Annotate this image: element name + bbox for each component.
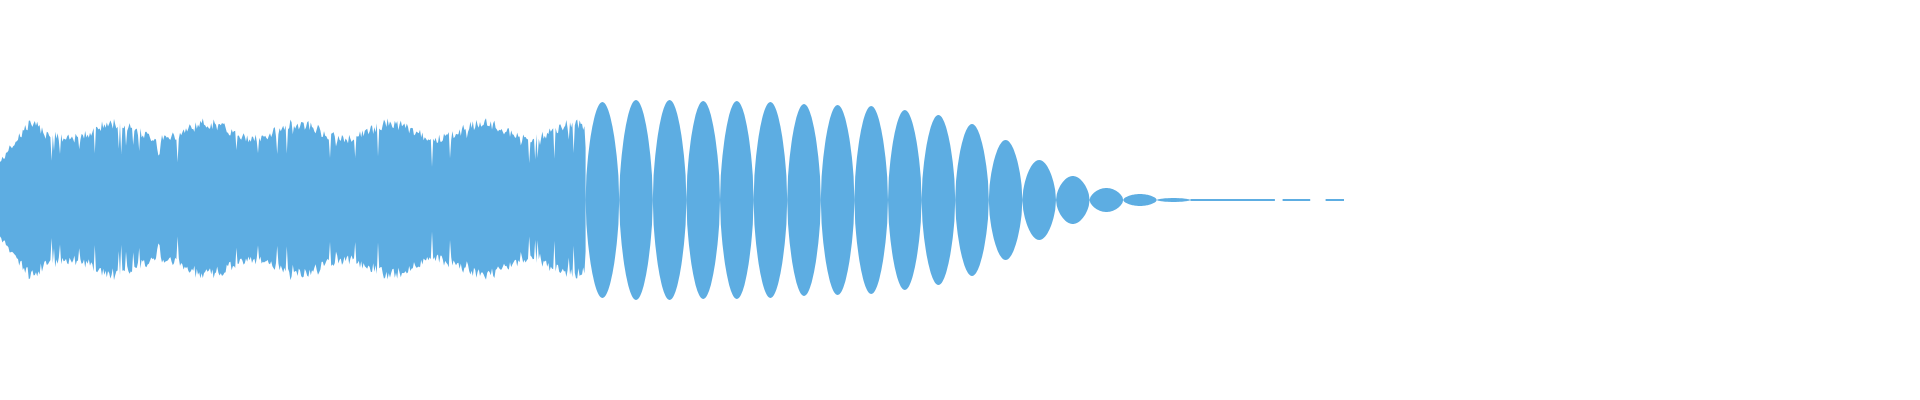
waveform-lobe bbox=[988, 140, 1023, 260]
waveform-dense-region bbox=[0, 118, 586, 281]
waveform-lobe bbox=[1123, 194, 1157, 206]
waveform-lobe bbox=[921, 115, 956, 285]
waveform-lobe bbox=[955, 124, 989, 276]
waveform-lobe bbox=[720, 101, 754, 299]
waveform-lobe bbox=[686, 101, 720, 299]
waveform-tail bbox=[1190, 199, 1275, 201]
waveform-tail bbox=[1325, 199, 1344, 201]
waveform-lobe bbox=[1089, 188, 1124, 212]
waveform-lobe bbox=[854, 106, 888, 294]
waveform-lobe bbox=[1056, 176, 1090, 224]
waveform-lobe bbox=[585, 102, 620, 298]
waveform-lobe bbox=[652, 100, 687, 300]
waveform-lobe bbox=[820, 105, 855, 295]
waveform-lobe bbox=[888, 110, 922, 290]
waveform-lobe bbox=[619, 100, 653, 300]
waveform-layer bbox=[0, 100, 1344, 300]
waveform-lobe bbox=[787, 104, 821, 296]
waveform-lobe bbox=[753, 102, 788, 298]
waveform-lobe bbox=[1022, 160, 1056, 240]
waveform-lobe bbox=[1156, 198, 1191, 202]
waveform-tail bbox=[1282, 199, 1311, 201]
